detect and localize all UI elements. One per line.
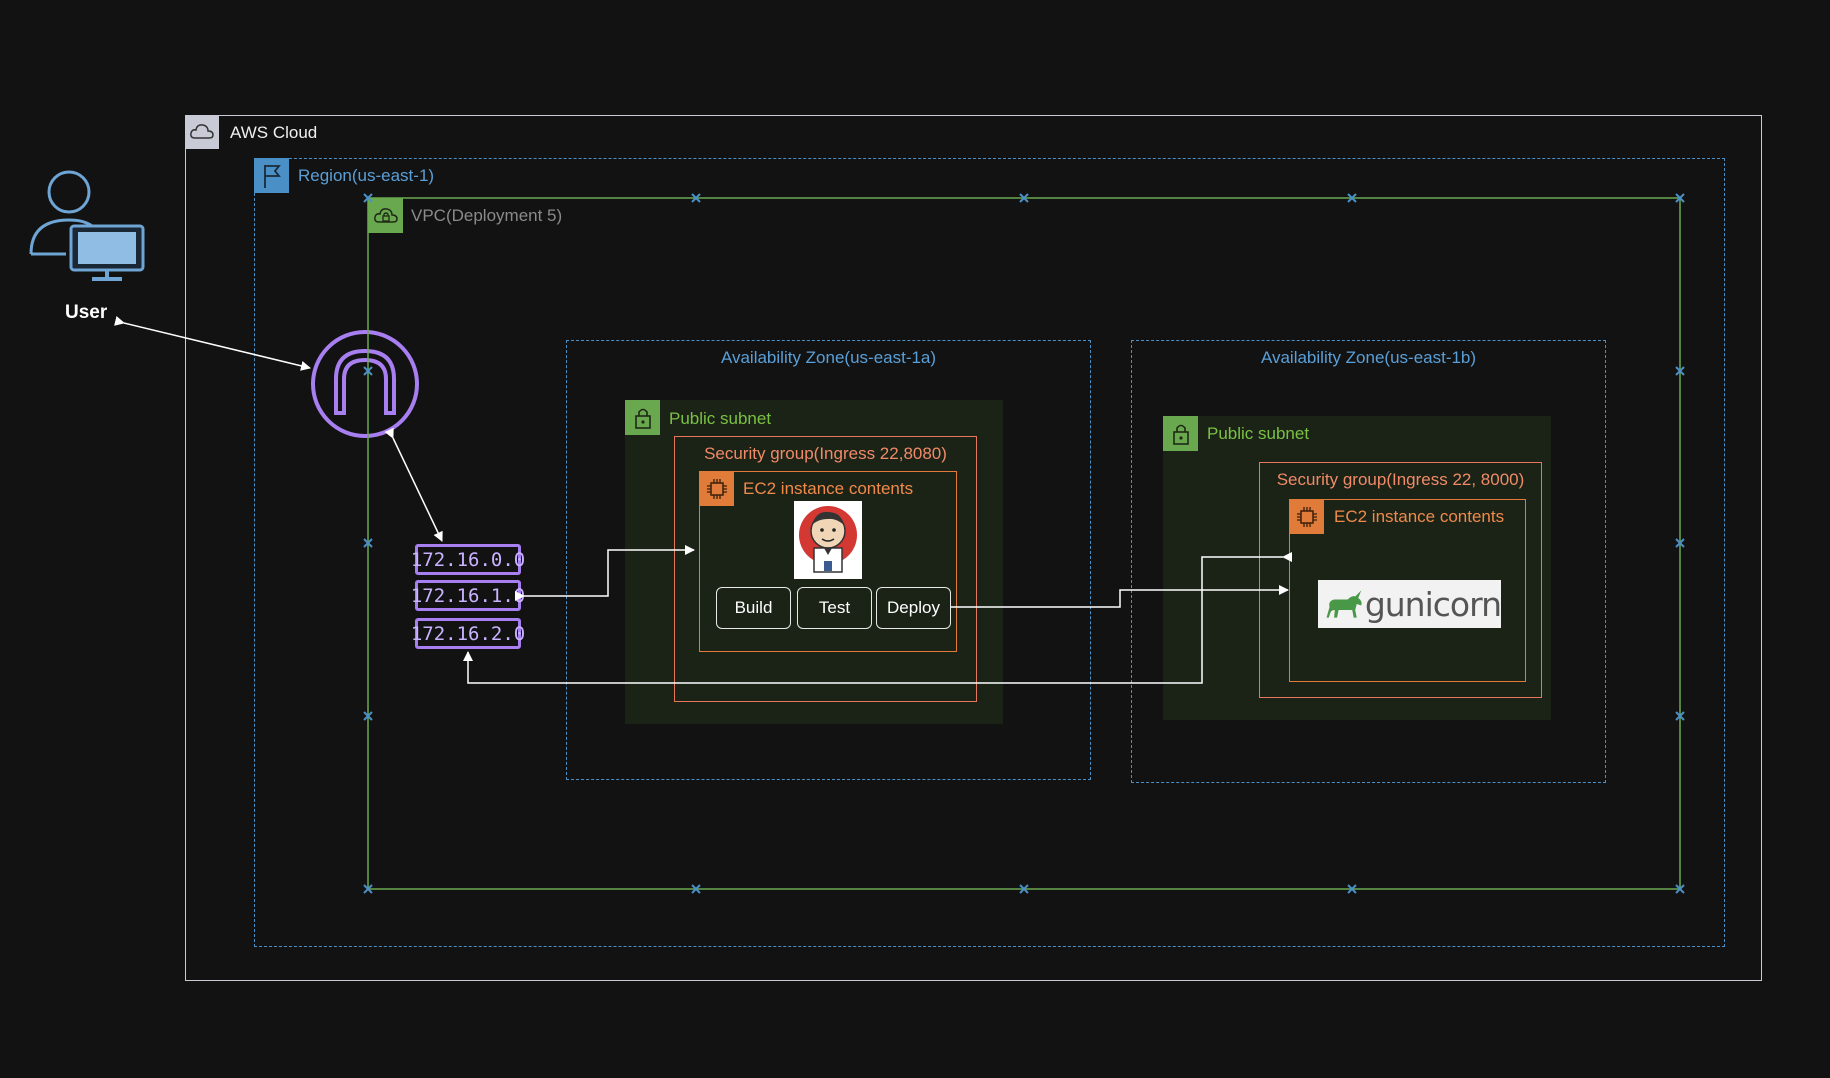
flag-icon: [263, 164, 281, 188]
internet-gateway-icon: [311, 330, 419, 438]
aws-cloud-icon-tile: [185, 115, 219, 149]
deploy-to-ec2-b-arrow: [951, 585, 1289, 608]
unicorn-icon: [1326, 590, 1362, 618]
public-subnet-a-label: Public subnet: [669, 409, 772, 428]
user-desktop-icon: [29, 170, 145, 281]
public-subnet-b-label: Public subnet: [1207, 424, 1310, 443]
route-table-to-ec2-a-arrow: [515, 545, 695, 601]
availability-zone-a-label: Availability Zone(us-east-1a): [720, 348, 937, 367]
aws-cloud-group: [185, 115, 1762, 981]
subnet-a-icon-tile: [625, 400, 660, 435]
ec2-a-icon-tile: [699, 471, 734, 506]
user-to-gateway-arrow: [114, 316, 311, 371]
ec2-b-icon-tile: [1289, 499, 1324, 534]
gateway-to-route-table-arrow: [384, 427, 443, 542]
region-icon-tile: [254, 158, 289, 193]
lock-icon: [634, 408, 651, 429]
security-group-b-label: Security group(Ingress 22, 8000): [1276, 470, 1525, 489]
chip-icon: [1296, 506, 1317, 527]
subnet-b-icon-tile: [1163, 416, 1198, 451]
vpc-border: [367, 197, 1681, 890]
vpc-label: VPC(Deployment 5): [411, 206, 563, 225]
ec2-b-to-route-table-arrow: [463, 552, 1292, 684]
vpc-border-handles: [363, 193, 1685, 894]
user-label: User: [65, 302, 108, 323]
region-group: [254, 158, 1725, 947]
lock-icon: [1172, 424, 1189, 445]
aws-cloud-label: AWS Cloud: [230, 123, 318, 142]
security-group-a-label: Security group(Ingress 22,8080): [704, 444, 947, 463]
availability-zone-b-label: Availability Zone(us-east-1b): [1260, 348, 1477, 367]
region-label: Region(us-east-1): [298, 166, 435, 185]
ec2-b-label: EC2 instance contents: [1334, 507, 1505, 526]
vpc-cloud-lock-icon: [373, 207, 398, 223]
gunicorn-logo: gunicorn: [1318, 580, 1502, 628]
ec2-a-label: EC2 instance contents: [743, 479, 914, 498]
vpc-icon-tile: [368, 198, 403, 233]
cloud-icon: [190, 124, 214, 139]
gunicorn-logo-text: gunicorn: [1364, 584, 1502, 624]
chip-icon: [706, 478, 727, 499]
